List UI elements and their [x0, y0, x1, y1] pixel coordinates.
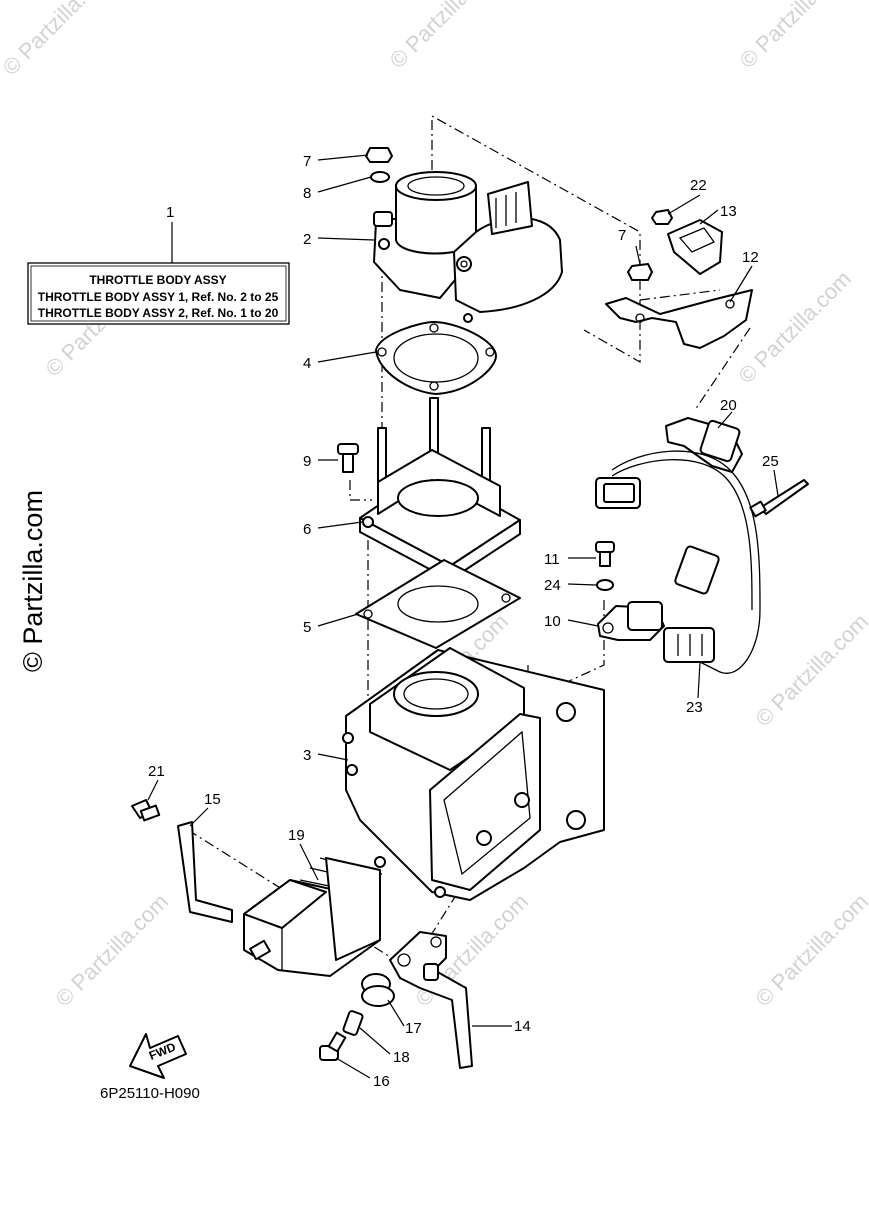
callouts: 1 7 8 2 4 9 6 5 3 22 13 7 12 20 25 11 24…	[148, 153, 779, 1090]
bracket-15	[177, 821, 233, 923]
legend-box-frame	[27, 262, 290, 325]
callout-12: 12	[742, 249, 759, 266]
callout-5: 5	[303, 619, 311, 636]
callout-21: 21	[148, 763, 165, 780]
callout-11: 11	[544, 551, 560, 568]
legend-line-1: THROTTLE BODY ASSY 1, Ref. No. 2 to 25	[38, 290, 279, 304]
gasket-4	[375, 321, 497, 395]
spacer-6	[359, 449, 521, 581]
callout-23: 23	[686, 699, 703, 716]
legend-title: THROTTLE BODY ASSY	[89, 273, 226, 287]
washer-24	[596, 579, 614, 591]
callout-3: 3	[303, 747, 311, 764]
manifold-3	[342, 647, 605, 901]
callout-15: 15	[204, 791, 221, 808]
throttle-body	[373, 171, 563, 323]
bracket-12	[605, 289, 753, 349]
watermark-right-3: © Partzilla.com	[751, 889, 869, 1012]
gasket-5	[355, 559, 521, 649]
callout-10: 10	[544, 613, 561, 630]
clip-13	[667, 219, 723, 275]
nut-22	[651, 209, 673, 225]
resonator-19	[243, 856, 386, 977]
bolt-21	[131, 799, 161, 822]
callout-7b: 7	[618, 227, 626, 244]
callout-13: 13	[720, 203, 737, 220]
callout-25: 25	[762, 453, 779, 470]
callout-16: 16	[373, 1073, 390, 1090]
cable-tie-25	[749, 479, 809, 518]
callout-9: 9	[303, 453, 311, 470]
callout-20: 20	[720, 397, 737, 414]
watermark-right-1: © Partzilla.com	[733, 266, 856, 389]
watermark-vertical: © Partzilla.com	[18, 490, 48, 672]
callout-7a: 7	[303, 153, 311, 170]
callout-24: 24	[544, 577, 561, 594]
legend-box: THROTTLE BODY ASSY THROTTLE BODY ASSY 1,…	[27, 222, 290, 325]
diagram-code: 6P25110-H090	[100, 1085, 200, 1102]
nut-7-right	[627, 263, 653, 281]
nut-7	[365, 147, 393, 163]
bolt-16	[319, 1031, 347, 1061]
harness-23	[595, 450, 761, 674]
sensor-20	[665, 417, 743, 473]
watermark-top-mid: © Partzilla.com	[385, 0, 508, 73]
bracket-14	[389, 931, 473, 1069]
callout-6: 6	[303, 521, 311, 538]
callout-8: 8	[303, 185, 311, 202]
callout-17: 17	[405, 1020, 422, 1037]
callout-19: 19	[288, 827, 305, 844]
callout-4: 4	[303, 355, 311, 372]
callout-18: 18	[393, 1049, 410, 1066]
bolt-11	[595, 541, 615, 567]
collar-18	[342, 1010, 364, 1036]
watermark-top-left: © Partzilla.com	[0, 0, 120, 80]
washer-8	[370, 171, 390, 183]
grommet-17	[361, 973, 395, 1007]
watermark-right-2: © Partzilla.com	[751, 609, 869, 732]
sensor-10	[597, 601, 665, 641]
leader-lines	[147, 154, 779, 1079]
watermark-left-2: © Partzilla.com	[51, 889, 174, 1012]
legend-line-2: THROTTLE BODY ASSY 2, Ref. No. 1 to 20	[38, 306, 279, 320]
bolt-9	[337, 443, 359, 473]
callout-14: 14	[514, 1018, 531, 1035]
callout-1: 1	[166, 204, 174, 221]
fwd-arrow-icon: FWD	[129, 1033, 187, 1079]
callout-22: 22	[690, 177, 707, 194]
watermark-top-right: © Partzilla.com	[735, 0, 858, 73]
callout-2: 2	[303, 231, 311, 248]
legend-box-inner	[30, 265, 287, 322]
